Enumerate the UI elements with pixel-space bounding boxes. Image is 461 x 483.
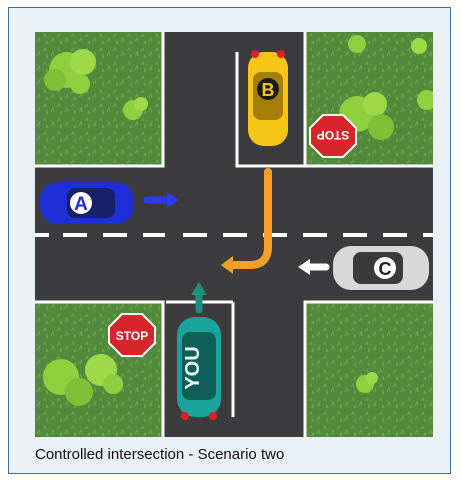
stop-sign-sw: STOP <box>108 313 156 357</box>
arrow-blue <box>143 192 179 208</box>
stop-sign-ne: STOP <box>309 114 357 158</box>
car-you: YOU <box>177 317 221 420</box>
arrow-orange-head <box>221 256 233 274</box>
car-b: B <box>248 50 288 146</box>
arrow-orange-turn <box>227 168 272 269</box>
arrow-teal <box>191 282 207 314</box>
car-a-label: A <box>74 194 88 215</box>
intersection-illustration: A B C YOU <box>35 32 437 437</box>
stop-sign-sw-text: STOP <box>116 329 148 343</box>
bush-ne-top <box>348 35 427 54</box>
scenario-caption: Controlled intersection - Scenario two <box>35 446 285 463</box>
bush-se-small <box>356 372 378 393</box>
car-a: A <box>40 182 134 224</box>
center-dashed-line <box>35 233 433 237</box>
grass-block-se <box>303 300 433 437</box>
bush-nw-large <box>44 49 96 94</box>
arrow-white <box>298 259 330 275</box>
bush-sw-large <box>43 354 123 406</box>
car-c-label: C <box>379 259 392 279</box>
stop-sign-ne-text: STOP <box>317 128 349 142</box>
intersection-scene: A B C YOU <box>35 32 437 437</box>
bush-ne-large <box>339 90 437 140</box>
car-b-label: B <box>262 80 275 100</box>
car-c: C <box>333 246 429 290</box>
bush-nw-small <box>123 97 148 120</box>
car-you-label: YOU <box>182 346 204 389</box>
